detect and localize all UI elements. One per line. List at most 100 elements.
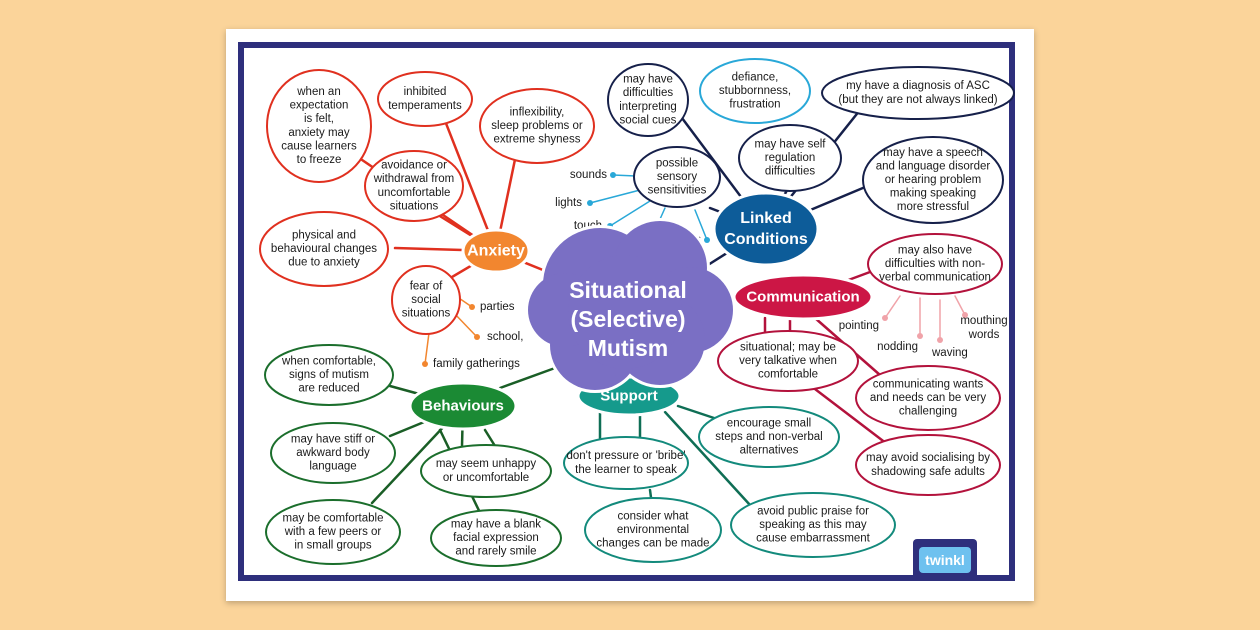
bubble-linked-sensory-outline: [633, 146, 721, 208]
twinkl-logo: twinkl: [913, 539, 977, 579]
twinkl-logo-text: twinkl: [919, 547, 971, 573]
bubble-text-line: frustration: [729, 99, 780, 111]
bubble-text-line: and rarely smile: [455, 546, 536, 558]
bubble-text-line: temperaments: [388, 100, 462, 112]
bubble-linked-defiance-outline: [699, 58, 811, 124]
fear-item-school-label: school,: [487, 331, 523, 343]
sense-sounds-dot: [610, 172, 616, 178]
bubble-text-line: cause learners: [281, 140, 357, 152]
bubble-beh-comfortable-outline: [264, 344, 394, 406]
bubble-beh-unhappy-outline: [420, 444, 552, 498]
bubble-text-line: alternatives: [740, 445, 799, 457]
bubble-text-line: language: [309, 461, 356, 473]
bubble-comm-nonverbal-outline: [867, 233, 1003, 295]
sense-sounds: sounds: [570, 169, 616, 181]
bubble-text-line: and language disorder: [876, 160, 991, 172]
bubble-text-line: difficulties: [765, 166, 816, 178]
bubble-text-line: may be comfortable: [283, 512, 384, 524]
bubble-text-line: fear of: [410, 280, 443, 292]
line-anxiety-inhibited: [438, 106, 498, 253]
bubble-beh-stiff-outline: [270, 422, 396, 484]
line-behaviours-unhappy-2: [483, 428, 497, 448]
bubble-text-line: shadowing safe adults: [871, 466, 985, 478]
bubble-text-line: may seem unhappy: [436, 458, 537, 470]
bubble-text-line: situations: [390, 200, 439, 212]
bubble-sup-environment-outline: [584, 497, 722, 563]
line-sensory-sounds: [612, 174, 638, 177]
bubble-anxiety-fear-outline: [391, 265, 461, 335]
nv-pointing-label: pointing: [839, 320, 879, 332]
bubble-text-line: when comfortable,: [281, 355, 376, 367]
bubble-text-line: when an: [296, 86, 340, 98]
bubble-text-line: may have self: [755, 138, 827, 150]
bubble-beh-unhappy: may seem unhappy or uncomfortable: [420, 444, 552, 498]
hub-communication: Communication: [732, 273, 874, 321]
bubble-text-line: more stressful: [897, 201, 969, 213]
bubble-text-line: may have stiff or: [291, 433, 375, 445]
fear-item-family-dot: [422, 361, 428, 367]
bubble-text-line: situations: [402, 308, 451, 320]
nv-nodding: nodding: [877, 333, 923, 353]
nv-waving-label: waving: [931, 347, 968, 359]
bubble-text-line: expectation: [290, 100, 349, 112]
bubble-text-line: may avoid socialising by: [866, 452, 990, 464]
bubble-text-line: cause embarrassment: [756, 533, 871, 545]
bubble-text-line: avoidance or: [381, 160, 447, 172]
bubble-text-line: verbal communication: [879, 272, 991, 284]
nv-mouthing-dot: [962, 312, 968, 318]
bubble-text-line: with a few peers or: [284, 526, 382, 538]
fear-item-parties-dot: [469, 304, 475, 310]
line-support-praise: [663, 410, 752, 507]
bubble-text-line: making speaking: [890, 188, 976, 200]
sense-lights-label: lights: [555, 197, 582, 209]
line-nv-mouthing: [954, 295, 966, 316]
bubble-text-line: possible: [656, 157, 698, 169]
bubble-text-line: consider what: [618, 510, 690, 522]
bubble-text-line: physical and: [292, 229, 356, 241]
bubble-comm-situational-outline: [717, 330, 859, 392]
bubble-linked-social-cues-outline: [607, 63, 689, 137]
bubble-linked-speech-outline: [862, 136, 1004, 224]
bubble-text-line: comfortable: [758, 369, 818, 381]
bubble-text-line: Support: [600, 388, 658, 405]
bubble-linked-asc: my have a diagnosis of ASC(but they are …: [821, 66, 1015, 120]
bubble-text-line: may have a blank: [451, 518, 541, 530]
hub-anxiety: Anxiety: [461, 228, 531, 274]
bubble-text-line: difficulties: [623, 87, 674, 99]
bubble-text-line: anxiety may: [288, 127, 350, 139]
bubble-text-line: or uncomfortable: [443, 472, 529, 484]
bubble-beh-blank-outline: [430, 509, 562, 567]
bubble-text-line: the learner to speak: [575, 464, 677, 476]
bubble-text-line: avoid public praise for: [757, 505, 869, 517]
bubble-text-line: sleep problems or: [491, 120, 583, 132]
bubble-text-line: Situational: [569, 277, 687, 303]
bubble-anxiety-inflexibility-outline: [479, 88, 595, 164]
bubble-linked-self-regulation-outline: [738, 124, 842, 192]
bubble-text-line: don't pressure or 'bribe': [566, 450, 685, 462]
nv-waving-dot: [937, 337, 943, 343]
bubble-text-line: challenging: [899, 406, 957, 418]
bubble-comm-socialising: may avoid socialising by shadowing safe a…: [855, 434, 1001, 496]
bubble-text-line: Mutism: [588, 335, 669, 361]
bubble-text-line: awkward body: [296, 447, 370, 459]
bubble-text-line: and needs can be very: [870, 392, 987, 404]
line-sensory-smells: [694, 209, 708, 241]
bubble-text-line: very talkative when: [739, 355, 837, 367]
bubble-text-line: (Selective): [570, 306, 685, 332]
bubble-text-line: in small groups: [294, 540, 372, 552]
nv-words-label: words: [968, 329, 1000, 341]
bubble-text-line: inflexibility,: [510, 106, 565, 118]
bubble-text-line: interpreting: [619, 101, 677, 113]
nv-nodding-label: nodding: [877, 341, 918, 353]
